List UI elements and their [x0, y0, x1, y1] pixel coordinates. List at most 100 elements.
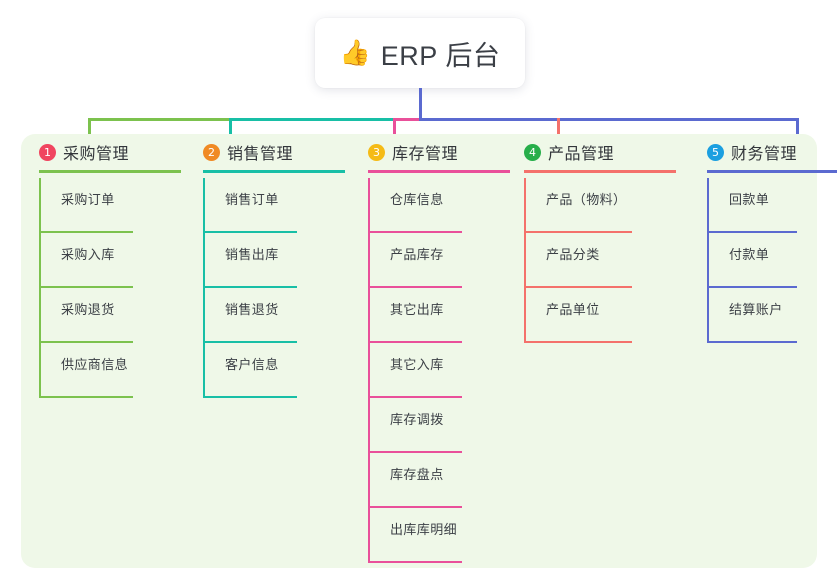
list-item-rule — [203, 231, 297, 233]
branch-spine-1 — [39, 178, 41, 398]
branch-header-3[interactable]: 3 库存管理 — [368, 134, 510, 178]
list-item[interactable]: 产品库存 — [368, 233, 510, 288]
branch-spine-3 — [368, 178, 370, 563]
list-item-rule — [39, 341, 133, 343]
list-item-label: 仓库信息 — [390, 192, 444, 207]
list-item[interactable]: 回款单 — [707, 178, 837, 233]
list-item-rule — [707, 286, 797, 288]
branch-header-rule-1 — [39, 170, 181, 173]
branch-number-badge-2: 2 — [203, 144, 220, 161]
list-item-rule — [368, 341, 462, 343]
list-item-label: 采购退货 — [61, 302, 115, 317]
list-item-rule — [203, 341, 297, 343]
branch-spine-5 — [707, 178, 709, 343]
list-item[interactable]: 采购退货 — [39, 288, 181, 343]
branch-column-4: 4 产品管理 产品（物料） 产品分类 产品单位 — [524, 134, 676, 343]
list-item-rule — [368, 396, 462, 398]
branch-column-2: 2 销售管理 销售订单 销售出库 销售退货 客户信息 — [203, 134, 345, 398]
list-item[interactable]: 供应商信息 — [39, 343, 181, 398]
list-item-label: 库存盘点 — [390, 467, 444, 482]
list-item[interactable]: 结算账户 — [707, 288, 837, 343]
branch-spine-4 — [524, 178, 526, 343]
list-item-label: 其它出库 — [390, 302, 444, 317]
list-item[interactable]: 客户信息 — [203, 343, 345, 398]
list-item-label: 产品库存 — [390, 247, 444, 262]
list-item[interactable]: 销售订单 — [203, 178, 345, 233]
list-item[interactable]: 采购订单 — [39, 178, 181, 233]
connector-drop-column-5 — [796, 118, 799, 144]
connector-bus-segment-1 — [88, 118, 230, 121]
list-item[interactable]: 产品（物料） — [524, 178, 676, 233]
list-item[interactable]: 采购入库 — [39, 233, 181, 288]
list-item-label: 产品单位 — [546, 302, 600, 317]
list-item-label: 供应商信息 — [61, 357, 129, 372]
list-item-label: 产品分类 — [546, 247, 600, 262]
list-item[interactable]: 销售退货 — [203, 288, 345, 343]
connector-drop-column-4 — [557, 118, 560, 144]
list-item-rule — [524, 231, 632, 233]
branch-header-5[interactable]: 5 财务管理 — [707, 134, 837, 178]
list-item-label: 销售订单 — [225, 192, 279, 207]
list-item[interactable]: 销售出库 — [203, 233, 345, 288]
diagram-panel: 1 采购管理 采购订单 采购入库 采购退货 供应商信息 2 销售管理 — [21, 134, 837, 568]
list-item-rule — [39, 231, 133, 233]
branch-number-badge-3: 3 — [368, 144, 385, 161]
branch-column-3: 3 库存管理 仓库信息 产品库存 其它出库 其它入库 库存调拨 库存盘点 — [368, 134, 510, 563]
branch-header-rule-3 — [368, 170, 510, 173]
list-item-label: 结算账户 — [729, 302, 783, 317]
list-item-label: 采购入库 — [61, 247, 115, 262]
list-item-rule — [368, 451, 462, 453]
list-item[interactable]: 库存盘点 — [368, 453, 510, 508]
branch-header-1[interactable]: 1 采购管理 — [39, 134, 181, 178]
list-item-label: 销售出库 — [225, 247, 279, 262]
connector-bus-segment-3 — [393, 118, 420, 121]
list-item-rule — [39, 286, 133, 288]
branch-title-5: 财务管理 — [731, 146, 798, 163]
branch-header-rule-2 — [203, 170, 345, 173]
list-item-rule — [203, 286, 297, 288]
list-item[interactable]: 出库库明细 — [368, 508, 510, 563]
root-title: ERP 后台 — [380, 40, 501, 71]
branch-header-rule-5 — [707, 170, 837, 173]
list-item-label: 回款单 — [729, 192, 770, 207]
branch-title-2: 销售管理 — [227, 146, 294, 163]
list-item-rule — [368, 506, 462, 508]
list-item-label: 产品（物料） — [546, 192, 627, 207]
list-item-rule — [368, 231, 462, 233]
list-item-label: 付款单 — [729, 247, 770, 262]
branch-header-rule-4 — [524, 170, 676, 173]
branch-header-2[interactable]: 2 销售管理 — [203, 134, 345, 178]
list-item[interactable]: 其它出库 — [368, 288, 510, 343]
list-item-label: 销售退货 — [225, 302, 279, 317]
connector-drop-column-2 — [229, 118, 232, 144]
list-item-rule — [707, 231, 797, 233]
list-item-rule — [368, 286, 462, 288]
list-item[interactable]: 产品分类 — [524, 233, 676, 288]
list-item-rule — [368, 561, 462, 563]
root-node-card[interactable]: 👍 ERP 后台 — [315, 18, 525, 88]
branch-column-5: 5 财务管理 回款单 付款单 结算账户 — [707, 134, 837, 343]
list-item-label: 采购订单 — [61, 192, 115, 207]
branch-title-4: 产品管理 — [548, 146, 615, 163]
list-item[interactable]: 仓库信息 — [368, 178, 510, 233]
list-item[interactable]: 库存调拨 — [368, 398, 510, 453]
branch-spine-2 — [203, 178, 205, 398]
branch-header-4[interactable]: 4 产品管理 — [524, 134, 676, 178]
list-item-label: 其它入库 — [390, 357, 444, 372]
connector-drop-column-3 — [393, 118, 396, 144]
list-item-label: 出库库明细 — [390, 522, 458, 537]
connector-drop-column-1 — [88, 118, 91, 144]
list-item[interactable]: 其它入库 — [368, 343, 510, 398]
list-item-rule — [203, 396, 297, 398]
branch-number-badge-4: 4 — [524, 144, 541, 161]
list-item-label: 客户信息 — [225, 357, 279, 372]
list-item[interactable]: 付款单 — [707, 233, 837, 288]
list-item[interactable]: 产品单位 — [524, 288, 676, 343]
branch-number-badge-5: 5 — [707, 144, 724, 161]
connector-bus-segment-2 — [229, 118, 394, 121]
list-item-rule — [524, 286, 632, 288]
connector-bus-segment-4 — [419, 118, 799, 121]
branch-column-1: 1 采购管理 采购订单 采购入库 采购退货 供应商信息 — [39, 134, 181, 398]
thumbs-up-icon: 👍 — [339, 38, 371, 67]
list-item-rule — [707, 341, 797, 343]
